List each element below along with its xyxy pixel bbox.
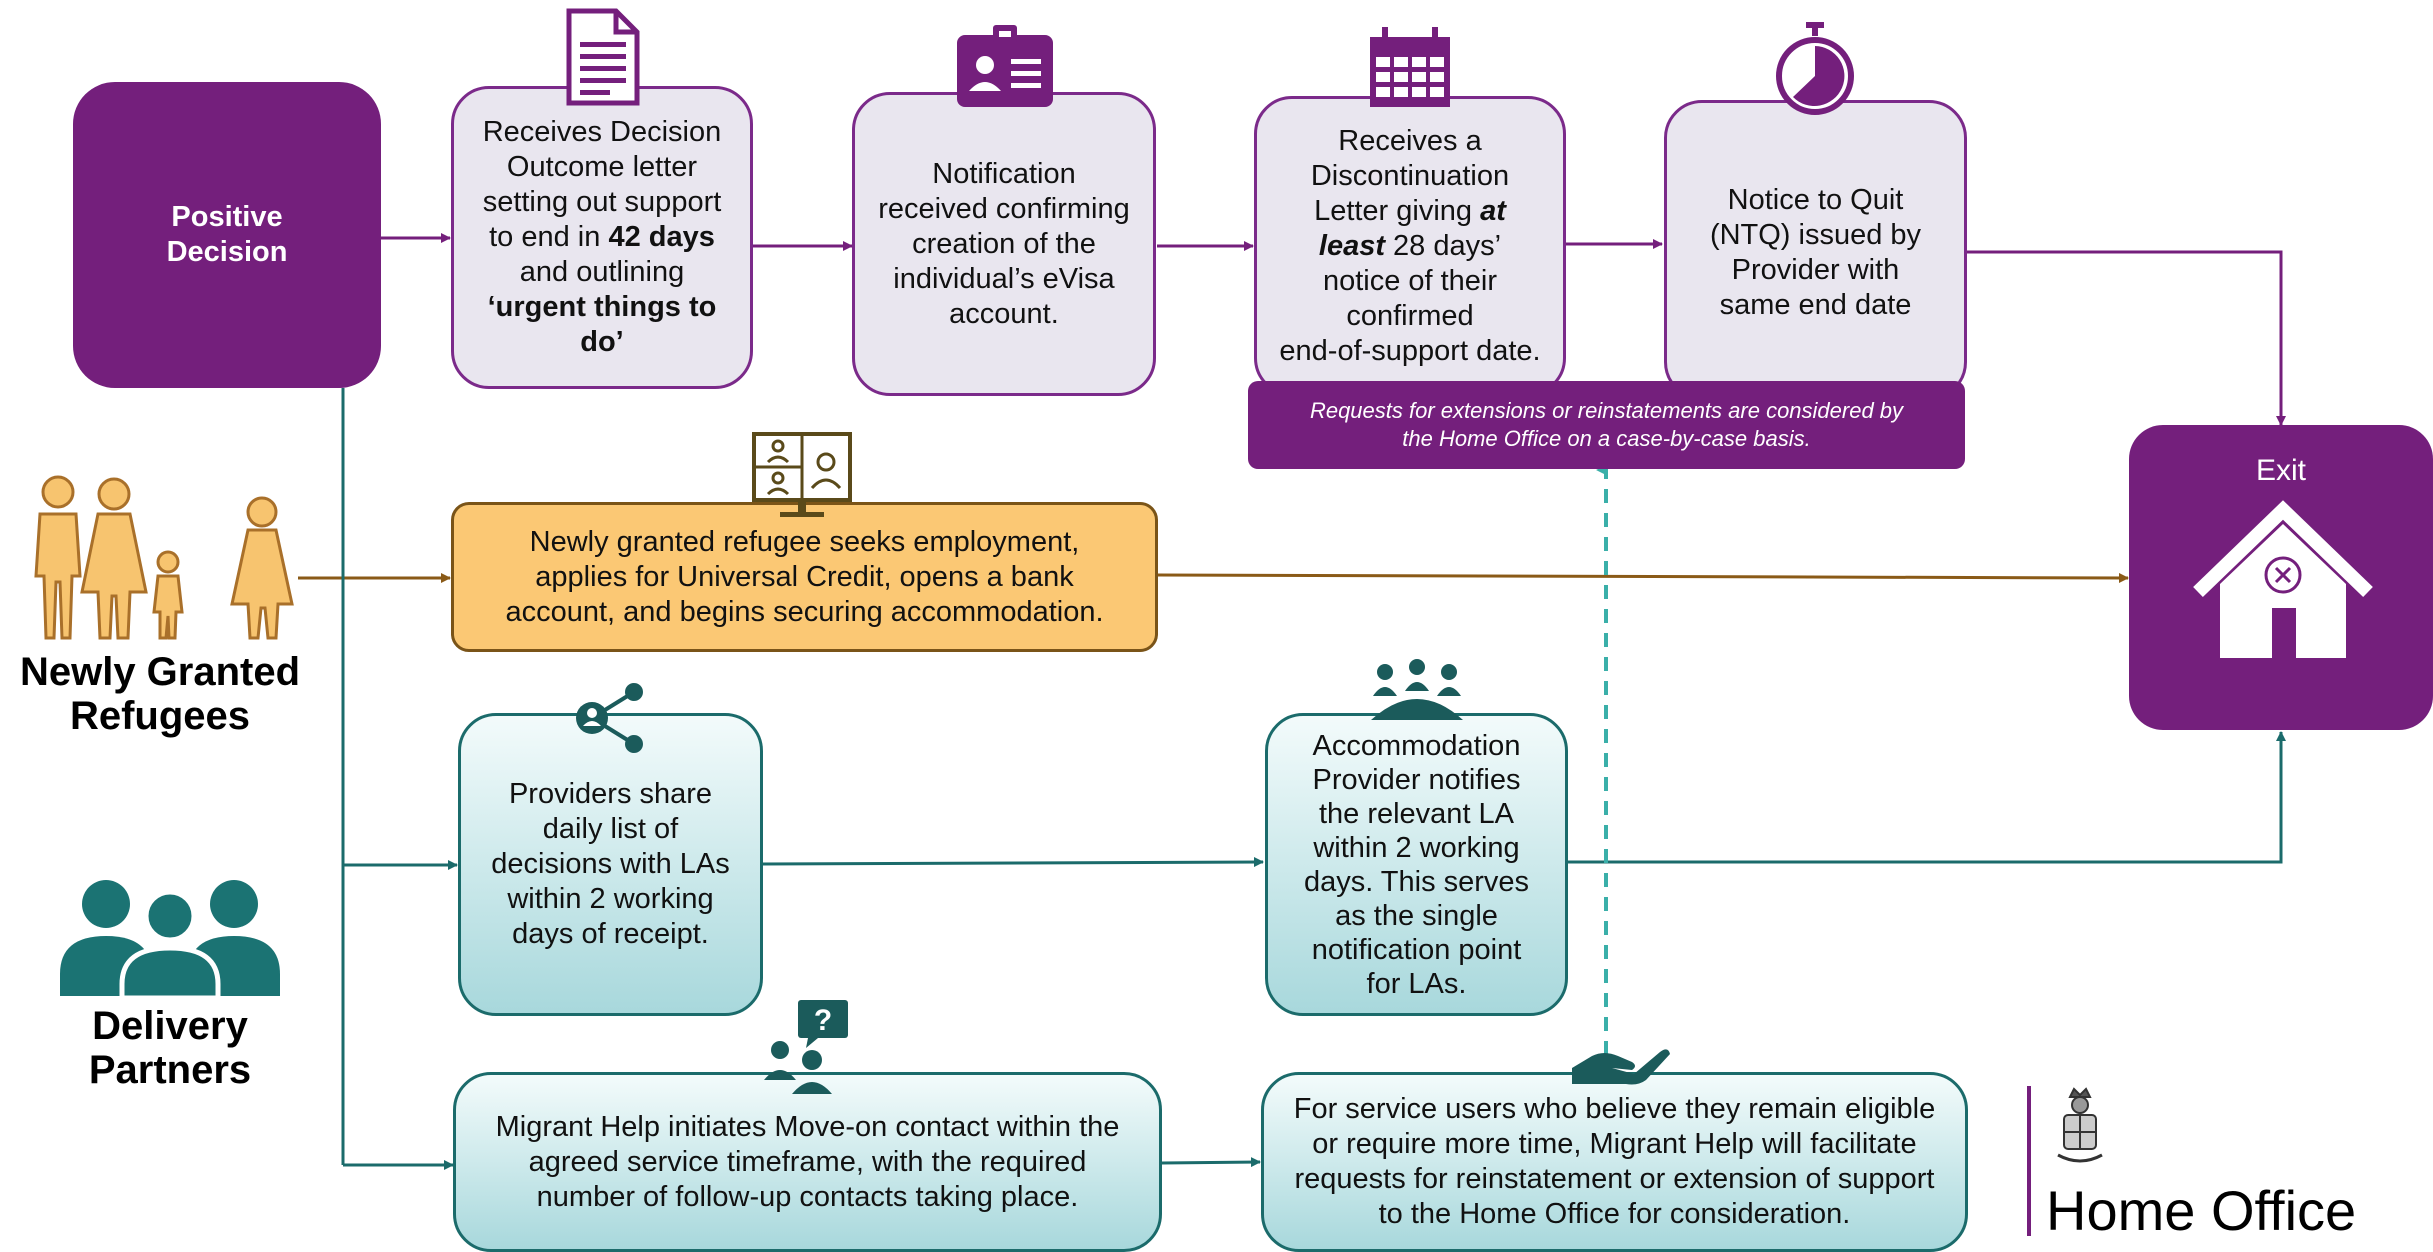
- refugee-action-box: Newly granted refugee seeks employment, …: [451, 502, 1158, 652]
- help-question-icon: ?: [764, 1000, 848, 1094]
- id-card-icon: [957, 25, 1053, 107]
- family-icon: [34, 475, 294, 640]
- discontinuation-letter-box: Receives a Discontinuation Letter giving…: [1254, 96, 1566, 396]
- migrant-help-box: Migrant Help initiates Move-on contact w…: [453, 1072, 1162, 1252]
- people-icon: [60, 880, 280, 996]
- notice-to-quit-box: Notice to Quit (NTQ) issued by Provider …: [1664, 100, 1967, 400]
- group-meeting-icon: [1371, 659, 1463, 720]
- calendar-icon: [1370, 27, 1450, 107]
- providers-share-box: Providers share daily list of decisions …: [458, 713, 763, 1016]
- stopwatch-icon: [1776, 22, 1854, 115]
- logo-divider: [2027, 1086, 2031, 1236]
- video-call-icon: [752, 432, 852, 517]
- open-hand-icon: [1572, 1049, 1670, 1085]
- home-office-logo-text: Home Office: [2046, 1179, 2357, 1242]
- share-icon: [576, 683, 643, 753]
- svg-text:?: ?: [814, 1004, 832, 1037]
- exit-label: Exit: [2255, 454, 2306, 487]
- evisa-notification-box: Notification received confirming creatio…: [852, 92, 1156, 396]
- royal-crest-icon: [2057, 1087, 2103, 1163]
- extensions-note-banner: Requests for extensions or reinstatement…: [1248, 381, 1965, 469]
- decision-letter-box: Receives Decision Outcome letter setting…: [451, 86, 753, 389]
- document-icon: [566, 8, 640, 106]
- house-icon: [2193, 500, 2373, 658]
- accommodation-provider-box: Accommodation Provider notifies the rele…: [1265, 713, 1568, 1016]
- reinstatement-request-box: For service users who believe they remai…: [1261, 1072, 1968, 1252]
